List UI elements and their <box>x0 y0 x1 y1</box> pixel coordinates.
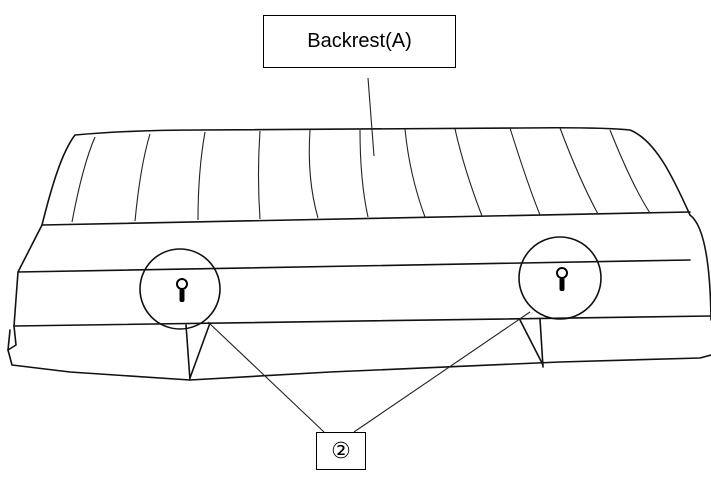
callout-number-label: ② <box>316 432 366 470</box>
cushion-ribs <box>71 127 651 223</box>
screw-right-group <box>518 236 602 320</box>
highlight-circle-right <box>518 236 602 320</box>
screw-icon <box>556 267 568 291</box>
highlight-circle-left <box>139 248 221 330</box>
callout-leader-left <box>207 321 325 433</box>
part-name-label: Backrest(A) <box>263 15 456 68</box>
backrest-frame <box>7 224 711 381</box>
screw-icon <box>176 278 188 302</box>
backrest-cushion <box>41 126 711 321</box>
screw-left-group <box>139 248 221 330</box>
leader-lines <box>207 77 531 433</box>
part-leader-line <box>367 77 375 157</box>
callout-leader-right <box>353 311 531 433</box>
